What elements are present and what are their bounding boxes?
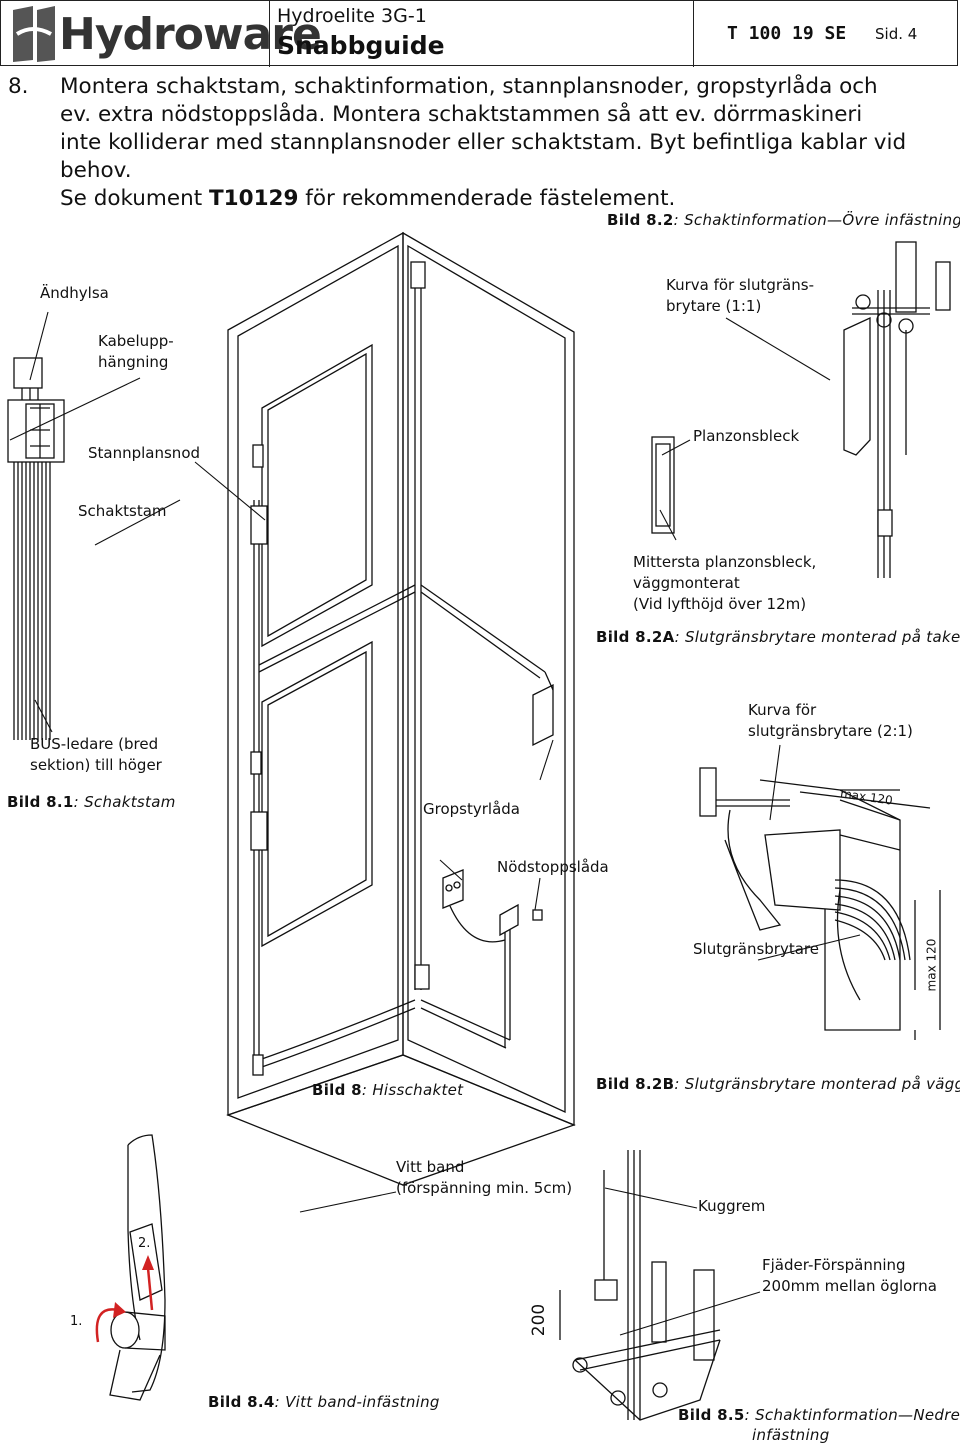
document-number: T 100 19 SE: [727, 23, 847, 44]
caption-bild-8-5-cont: infästning: [752, 1426, 830, 1444]
label-andhylsa: Ändhylsa: [40, 284, 109, 302]
label-mittersta-3: (Vid lyfthöjd över 12m): [633, 595, 807, 613]
step-reference: Se dokument T10129 för rekommenderade fä…: [60, 186, 676, 211]
label-bus-1: BUS-ledare (bred: [30, 735, 159, 753]
leader-lines: [9, 311, 861, 1336]
label-step-2: 2.: [138, 1236, 151, 1251]
label-gropstyrlada: Gropstyrlåda: [423, 800, 520, 818]
label-vitt-band-1: Vitt band: [396, 1158, 465, 1176]
label-kuggrem: Kuggrem: [698, 1197, 766, 1215]
document-type: Snabbguide: [277, 31, 445, 60]
dim-max120-top: [799, 791, 931, 809]
reference-doc[interactable]: T10129: [209, 186, 299, 211]
product-name: Hydroelite 3G-1: [277, 5, 427, 27]
caption-bild-8-2b: Bild 8.2B: Slutgränsbrytare monterad på …: [596, 1075, 960, 1093]
label-step-1: 1.: [70, 1314, 83, 1329]
label-vitt-band-2: (förspänning min. 5cm): [396, 1179, 573, 1197]
caption-bild-8-4: Bild 8.4: Vitt band-infästning: [208, 1393, 440, 1411]
label-kurva11-1: Kurva för slutgräns-: [666, 276, 814, 294]
caption-bild-8-2a: Bild 8.2A: Slutgränsbrytare monterad på …: [596, 628, 960, 646]
label-fjader-2: 200mm mellan öglorna: [762, 1277, 937, 1295]
label-kabelupp-1: Kabelupp-: [98, 332, 174, 350]
label-kurva21-1: Kurva för: [748, 701, 817, 719]
label-nodstoppslada: Nödstoppslåda: [497, 858, 609, 876]
caption-bild-8: Bild 8: Hisschaktet: [312, 1081, 464, 1099]
label-bus-2: sektion) till höger: [30, 756, 162, 774]
label-mittersta-2: väggmonterat: [633, 574, 740, 592]
wall-mount-drawing: [699, 767, 916, 1040]
label-planzonsbleck: Planzonsbleck: [693, 427, 800, 445]
caption-bild-8-2: Bild 8.2: Schaktinformation—Övre infästn…: [607, 211, 960, 229]
white-band-drawing: [109, 1134, 166, 1401]
label-stannplansnod: Stannplansnod: [88, 444, 201, 462]
caption-bild-8-5: Bild 8.5: Schaktinformation—Nedre: [678, 1406, 960, 1424]
caption-bild-8-1: Bild 8.1: Schaktstam: [7, 793, 176, 811]
label-dim-200: 200: [529, 1303, 550, 1337]
label-slutgransbrytare: Slutgränsbrytare: [693, 940, 819, 958]
pull-arrow-2: [146, 1267, 154, 1311]
step-line-4: behov.: [60, 158, 132, 183]
step-number: 8.: [8, 74, 29, 99]
trunk-cable-drawing: [7, 357, 65, 740]
step-line-2: ev. extra nödstoppslåda. Montera schakts…: [60, 102, 863, 127]
step-line-1: Montera schaktstam, schaktinformation, s…: [60, 74, 878, 99]
label-fjader-1: Fjäder-Förspänning: [762, 1256, 906, 1274]
lower-mount-drawing: [572, 1150, 721, 1421]
label-kurva21-2: slutgränsbrytare (2:1): [748, 722, 913, 740]
document-header: Hydroware Hydroelite 3G-1 Snabbguide T 1…: [0, 0, 958, 67]
label-schaktstam: Schaktstam: [78, 502, 167, 520]
top-mount-drawing: [651, 241, 951, 578]
hydroware-logo-mark: [13, 6, 55, 62]
label-kabelupp-2: hängning: [98, 353, 169, 371]
step-instructions: 8. Montera schaktstam, schaktinformation,…: [8, 73, 953, 213]
page-number: Sid. 4: [875, 25, 918, 43]
rotate-arrow-1: [95, 1308, 119, 1343]
step-line-3: inte kolliderar med stannplansnoder elle…: [60, 130, 907, 155]
logo-wordmark: Hydroware: [59, 9, 322, 60]
label-kurva11-2: brytare (1:1): [666, 297, 762, 315]
label-max120-side: max 120: [924, 938, 939, 992]
shaft-drawing: [226, 231, 576, 1186]
label-mittersta-1: Mittersta planzonsbleck,: [633, 553, 817, 571]
